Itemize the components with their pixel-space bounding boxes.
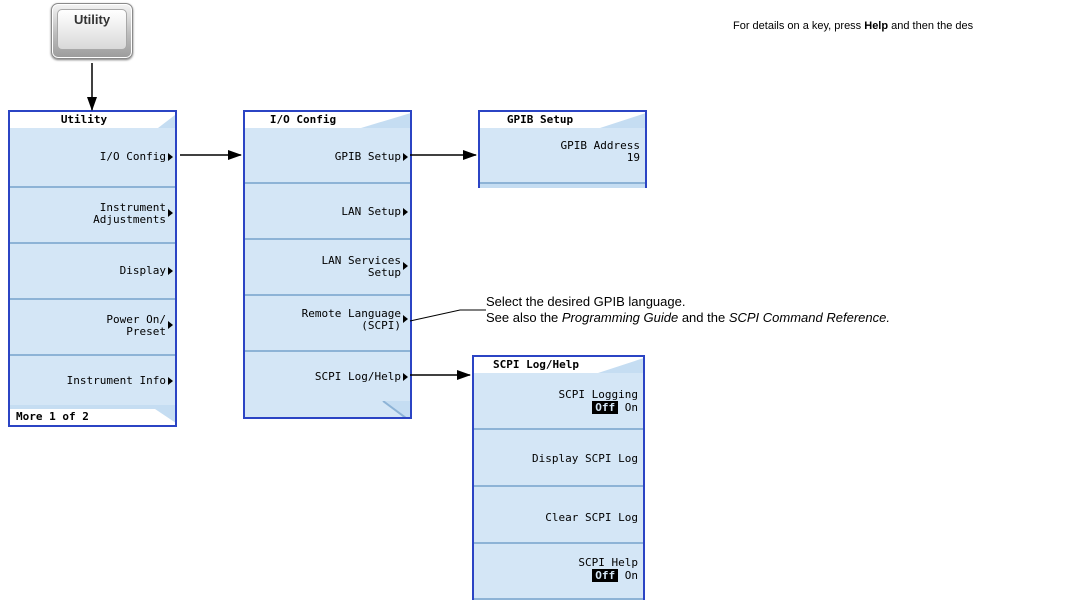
help-instruction-note: For details on a key, press Help and the… xyxy=(733,20,973,32)
submenu-arrow-icon xyxy=(403,153,408,161)
scpi-key-display-log[interactable]: Display SCPI Log xyxy=(474,430,643,487)
submenu-arrow-icon xyxy=(168,153,173,161)
remote-language-note: Select the desired GPIB language. See al… xyxy=(486,294,890,326)
utility-menu-title: Utility xyxy=(10,112,158,128)
io-config-menu: I/O Config GPIB Setup LAN Setup LAN Serv… xyxy=(243,110,412,419)
utility-hardkey-label: Utility xyxy=(73,12,111,27)
toggle-off-selected: Off xyxy=(592,401,619,414)
title-tab-shape xyxy=(361,112,410,128)
submenu-arrow-icon xyxy=(403,373,408,381)
footer-tab-shape xyxy=(245,401,407,417)
utility-key-power-on-preset[interactable]: Power On/ Preset xyxy=(10,300,175,356)
key-label: Power On/ Preset xyxy=(106,313,166,338)
scpi-key-help[interactable]: SCPI Help Off On xyxy=(474,544,643,600)
gpib-key-address[interactable]: GPIB Address 19 xyxy=(480,128,645,184)
submenu-arrow-icon xyxy=(168,377,173,385)
gpib-address-value: 19 xyxy=(626,151,640,164)
io-key-scpi-log-help[interactable]: SCPI Log/Help xyxy=(245,352,410,401)
key-label: LAN Services Setup xyxy=(321,254,401,279)
callout-line-remote-language xyxy=(409,309,486,322)
key-label: Remote Language (SCPI) xyxy=(301,307,401,332)
submenu-arrow-icon xyxy=(168,267,173,275)
submenu-arrow-icon xyxy=(403,262,408,270)
scpi-key-logging[interactable]: SCPI Logging Off On xyxy=(474,373,643,430)
key-label: I/O Config xyxy=(99,150,166,163)
key-label: Clear SCPI Log xyxy=(545,511,638,524)
toggle-on-option: On xyxy=(624,569,638,582)
key-label: GPIB Setup xyxy=(334,150,401,163)
note-text: and the xyxy=(678,310,729,325)
submenu-arrow-icon xyxy=(403,208,408,216)
key-label: SCPI Help xyxy=(578,556,638,569)
io-key-gpib-setup[interactable]: GPIB Setup xyxy=(245,128,410,184)
help-toggle: Off On xyxy=(592,569,638,582)
scpi-reference-ref: SCPI Command Reference. xyxy=(728,310,890,325)
io-key-remote-language[interactable]: Remote Language (SCPI) xyxy=(245,296,410,352)
utility-hardkey-face xyxy=(57,9,127,50)
help-note-prefix: For details on a key, press xyxy=(733,20,865,32)
utility-menu-footer[interactable]: More 1 of 2 xyxy=(10,409,155,425)
submenu-arrow-icon xyxy=(403,315,408,323)
help-note-suffix: and then the des xyxy=(888,20,974,32)
note-line-2: See also the Programming Guide and the S… xyxy=(486,310,890,326)
utility-menu: Utility I/O Config Instrument Adjustment… xyxy=(8,110,177,427)
utility-hardkey[interactable]: Utility xyxy=(51,3,133,59)
io-key-lan-services-setup[interactable]: LAN Services Setup xyxy=(245,240,410,296)
help-note-help: Help xyxy=(864,20,889,32)
submenu-arrow-icon xyxy=(168,321,173,329)
gpib-setup-menu-title: GPIB Setup xyxy=(480,112,600,128)
utility-key-display[interactable]: Display xyxy=(10,244,175,300)
io-config-menu-title: I/O Config xyxy=(245,112,361,128)
footer-tab-shape xyxy=(155,409,175,425)
more-page-label: More 1 of 2 xyxy=(16,410,89,423)
key-label: Instrument Adjustments xyxy=(93,201,166,226)
title-tab-shape xyxy=(158,112,175,128)
scpi-key-clear-log[interactable]: Clear SCPI Log xyxy=(474,487,643,544)
title-tab-shape xyxy=(598,357,643,373)
key-label: SCPI Log/Help xyxy=(314,370,401,383)
key-label: LAN Setup xyxy=(341,205,401,218)
gpib-setup-menu: GPIB Setup GPIB Address 19 xyxy=(478,110,647,188)
toggle-on-option: On xyxy=(624,401,638,414)
logging-toggle: Off On xyxy=(592,401,638,414)
toggle-off-selected: Off xyxy=(592,569,619,582)
title-tab-shape xyxy=(600,112,645,128)
key-label: Display SCPI Log xyxy=(532,452,638,465)
utility-key-instrument-adjustments[interactable]: Instrument Adjustments xyxy=(10,188,175,244)
utility-key-io-config[interactable]: I/O Config xyxy=(10,128,175,188)
note-line-1: Select the desired GPIB language. xyxy=(486,294,686,309)
utility-key-instrument-info[interactable]: Instrument Info xyxy=(10,356,175,405)
note-text: See also the xyxy=(486,310,562,325)
scpi-log-help-menu-title: SCPI Log/Help xyxy=(474,357,598,373)
key-label: Display xyxy=(119,264,166,277)
submenu-arrow-icon xyxy=(168,209,173,217)
scpi-log-help-menu: SCPI Log/Help SCPI Logging Off On Displa… xyxy=(472,355,645,600)
io-key-lan-setup[interactable]: LAN Setup xyxy=(245,184,410,240)
key-label: GPIB Address xyxy=(560,139,640,152)
key-label: Instrument Info xyxy=(66,374,166,387)
programming-guide-ref: Programming Guide xyxy=(561,310,679,325)
key-label: SCPI Logging xyxy=(558,388,638,401)
